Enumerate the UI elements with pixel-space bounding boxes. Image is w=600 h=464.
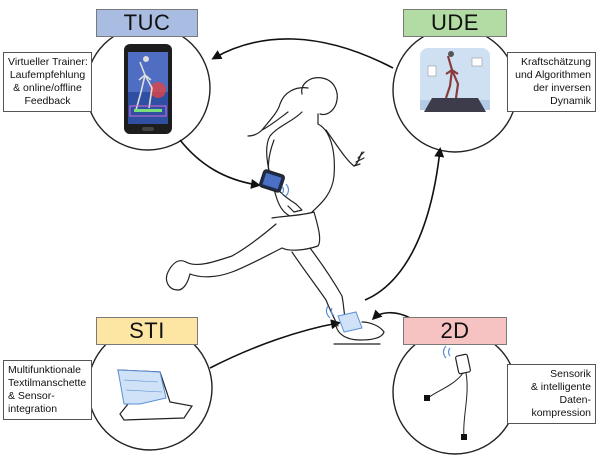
sti-label-box: STI — [96, 317, 198, 345]
sti-description: Multifunktionale Textilmanschette & Sens… — [3, 360, 92, 420]
tuc-label-box: TUC — [96, 9, 198, 37]
ude-label: UDE — [431, 10, 479, 35]
arrow-tuc-to-wrist — [179, 139, 261, 189]
arrow-ude-to-tuc — [211, 38, 394, 69]
wrist-armband-device — [259, 169, 290, 197]
sensor-module-icon — [424, 345, 471, 440]
ankle-sleeve-icon — [117, 369, 194, 421]
tuc-label: TUC — [123, 10, 171, 35]
arrow-2d-to-ankle — [371, 309, 411, 321]
smartphone-icon — [124, 44, 172, 134]
runner-ankle-sleeve — [325, 305, 363, 333]
twod-description: Sensorik & intelligente Daten- kompressi… — [507, 364, 596, 424]
ude-label-box: UDE — [403, 9, 507, 37]
inverse-dynamics-scene-icon — [420, 48, 490, 112]
arrow-sti-to-ankle — [209, 319, 341, 369]
twod-label: 2D — [440, 318, 470, 343]
twod-circle — [392, 329, 518, 455]
arrow-ankle-to-ude — [364, 147, 445, 301]
tuc-description: Virtueller Trainer: Laufempfehlung & onl… — [3, 52, 92, 112]
ude-description: Kraftschätzung und Algorithmen der inver… — [507, 52, 596, 112]
twod-label-box: 2D — [403, 317, 507, 345]
sti-label: STI — [129, 318, 165, 343]
